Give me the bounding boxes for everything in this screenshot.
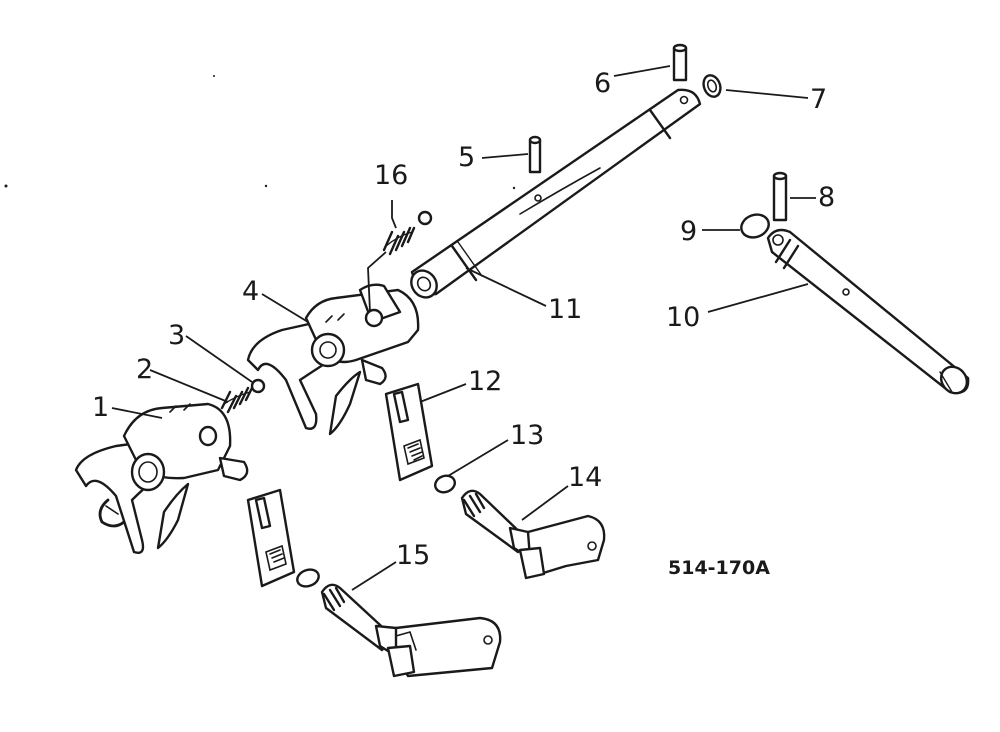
leader-16 — [391, 200, 397, 229]
callout-2: 2 — [136, 354, 153, 385]
callout-13: 13 — [510, 420, 544, 451]
callout-6: 6 — [594, 68, 611, 99]
part-16-spring-ball — [382, 210, 433, 256]
reference-code: 514-170A — [668, 557, 770, 579]
leader-6 — [613, 65, 671, 77]
part-8-pin — [772, 171, 788, 222]
callout-16: 16 — [374, 160, 408, 191]
callout-14: 14 — [568, 462, 602, 493]
leader-12 — [419, 383, 467, 403]
part-5-pin — [528, 135, 542, 174]
part-1-shift-fork — [74, 402, 249, 554]
leader-11 — [465, 267, 547, 307]
leader-7 — [725, 89, 809, 99]
leader-3 — [185, 335, 253, 383]
leader-lines — [111, 65, 816, 591]
part-13-o-ring — [434, 474, 456, 494]
callout-12: 12 — [468, 366, 502, 397]
callout-3: 3 — [168, 320, 185, 351]
callout-15: 15 — [396, 540, 430, 571]
part-15-shift-lever — [320, 583, 502, 678]
callout-1: 1 — [92, 392, 109, 423]
leader-1 — [111, 407, 163, 419]
callout-11: 11 — [548, 294, 582, 325]
o-ring-left — [296, 568, 320, 588]
leader-2 — [149, 369, 229, 403]
leader-5 — [481, 153, 529, 159]
callout-7: 7 — [810, 84, 827, 115]
speck — [264, 184, 268, 188]
callout-labels: 1 2 3 4 5 6 7 8 9 10 11 12 13 14 15 16 5… — [92, 68, 835, 579]
speck — [4, 184, 8, 188]
part-2-spring — [220, 386, 254, 414]
part-14-shift-lever — [460, 489, 606, 580]
part-9-o-ring — [740, 213, 770, 239]
callout-9: 9 — [680, 216, 697, 247]
callout-8: 8 — [818, 182, 835, 213]
leader-16b — [367, 251, 387, 313]
leader-13 — [447, 439, 509, 477]
callout-4: 4 — [242, 276, 259, 307]
block-left — [246, 488, 296, 588]
part-7-ring — [702, 74, 722, 98]
callout-10: 10 — [666, 302, 700, 333]
part-3-ball — [250, 378, 266, 394]
part-12-block — [384, 382, 434, 482]
speck — [512, 186, 516, 190]
part-6-pin — [672, 43, 688, 82]
speck — [213, 75, 215, 77]
leader-4 — [261, 293, 309, 323]
part-10-shift-rail — [766, 228, 970, 395]
part-11-shift-rail — [410, 88, 702, 299]
leader-14 — [521, 485, 569, 521]
part-4-shift-fork — [246, 283, 420, 436]
leader-15 — [351, 561, 397, 591]
leader-10 — [707, 283, 809, 313]
callout-5: 5 — [458, 142, 475, 173]
